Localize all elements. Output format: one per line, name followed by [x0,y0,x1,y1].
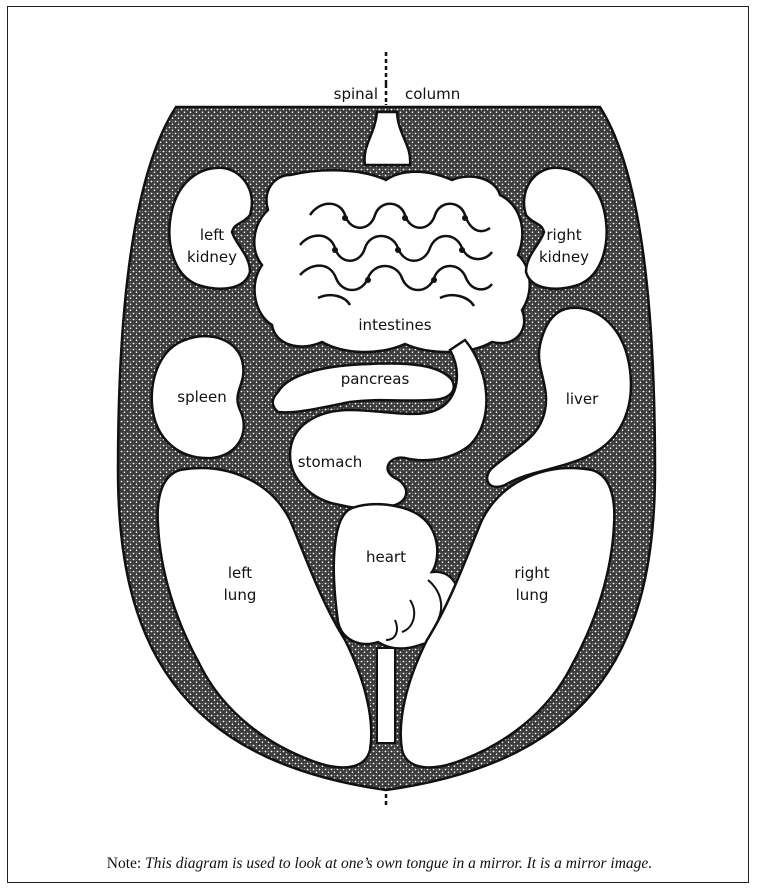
label-left-lung-line2: lung [224,586,257,604]
note-body: This diagram is used to look at one’s ow… [145,855,652,872]
label-right-lung-line1: right [514,564,549,582]
diagram-note: Note: This diagram is used to look at on… [0,855,759,873]
label-heart: heart [366,548,406,566]
label-liver: liver [566,390,599,408]
label-right-kidney-line2: kidney [539,248,589,266]
label-left-lung-line1: left [228,564,252,582]
label-right-lung-line2: lung [516,586,549,604]
esophagus-lower [377,648,395,743]
label-spinal: spinal [334,85,378,103]
label-stomach: stomach [298,453,362,471]
label-intestines: intestines [358,316,431,334]
label-right-kidney-line1: right [546,226,581,244]
label-left-kidney-line1: left [200,226,224,244]
note-prefix: Note: [107,855,141,872]
label-pancreas: pancreas [341,370,410,388]
label-left-kidney-line2: kidney [187,248,237,266]
label-spleen: spleen [177,388,226,406]
label-column: column [405,85,460,103]
